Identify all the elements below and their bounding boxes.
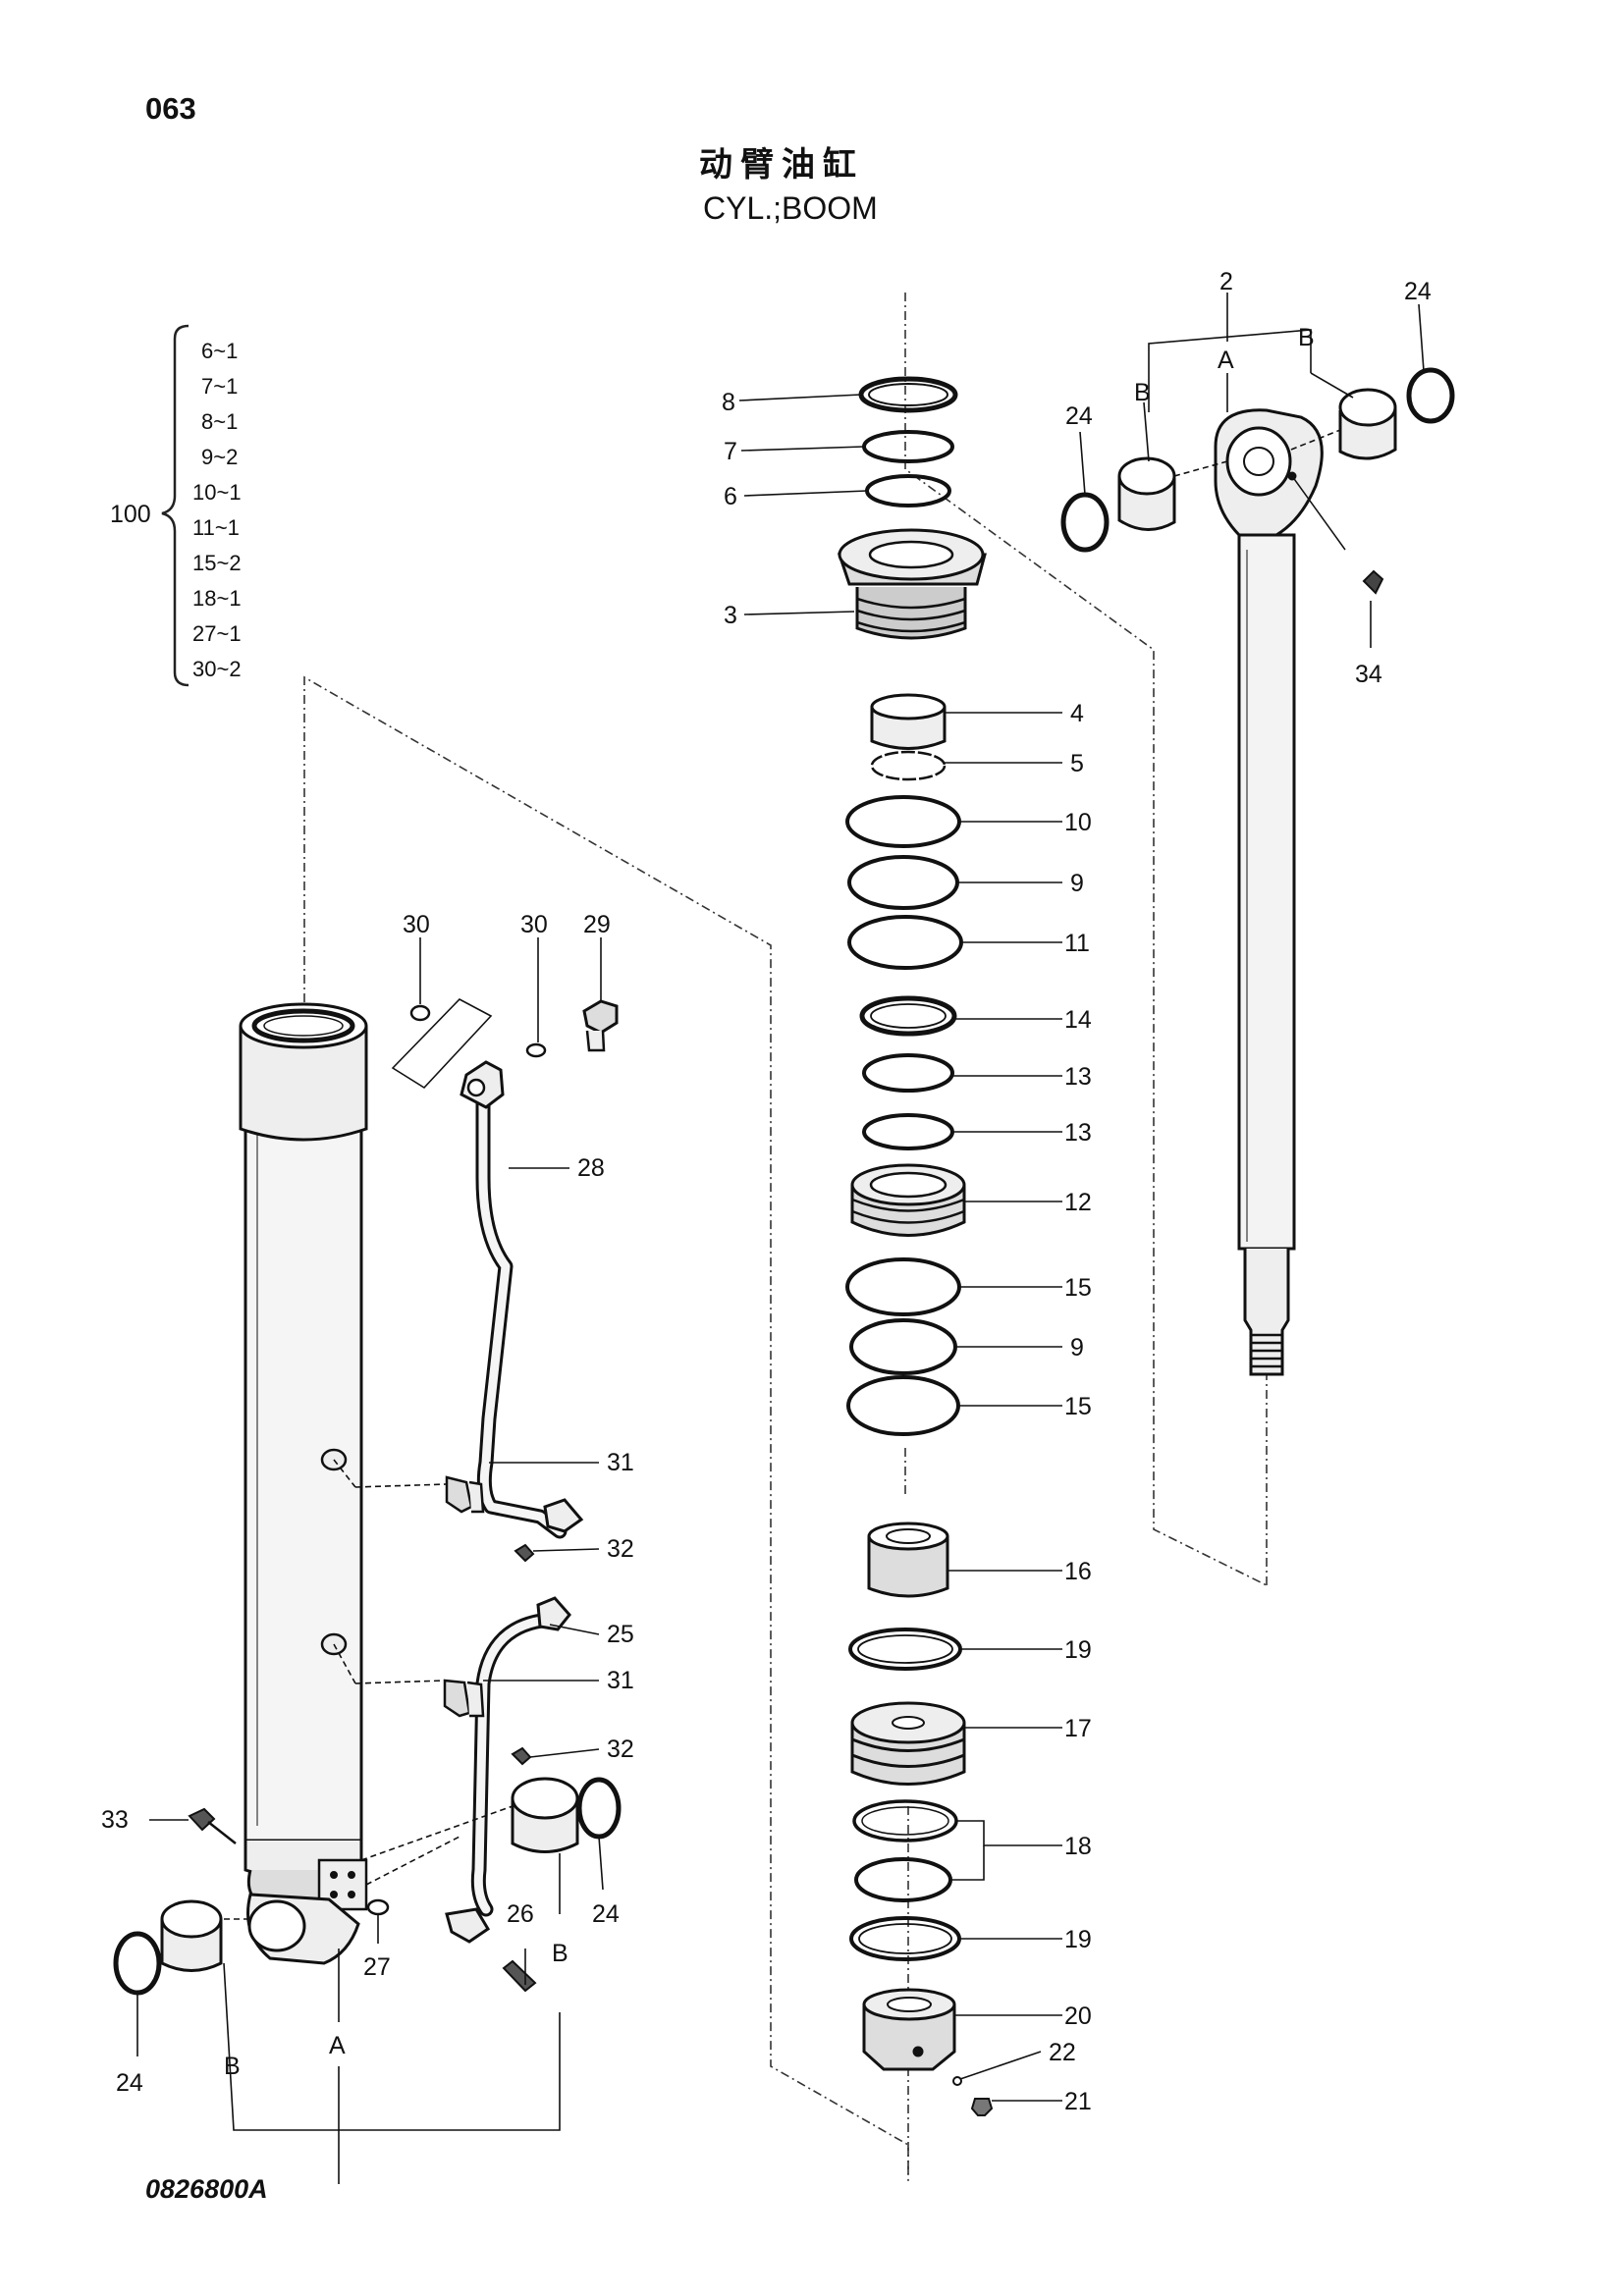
kit-item: 30~2 [192, 657, 242, 681]
rod-leader-lines [1079, 293, 1425, 648]
callout-tube-b: B [224, 2053, 241, 2080]
callout-34: 34 [1355, 661, 1382, 688]
drawing-number: 0826800A [145, 2174, 268, 2204]
callout-6: 6 [724, 483, 737, 510]
kit-item: 15~2 [192, 551, 242, 575]
callout-10: 10 [1064, 809, 1092, 836]
callout-20: 20 [1064, 2002, 1092, 2030]
callout-4: 4 [1070, 700, 1084, 727]
callout-8: 8 [722, 389, 735, 416]
callout-15: 15 [1064, 1274, 1092, 1302]
seal-kit-group: 100 6~1 7~1 8~1 9~2 10~1 11~1 15~2 18~1 … [110, 324, 242, 687]
callout-32: 32 [607, 1735, 634, 1763]
piston-rod-assembly [1060, 367, 1455, 1376]
center-column-parts [837, 376, 994, 2116]
callout-25: 25 [607, 1621, 634, 1648]
callout-rod-b: B [1298, 324, 1315, 351]
callout-rod-b: B [1134, 379, 1151, 406]
callout-31: 31 [607, 1449, 634, 1476]
callout-16: 16 [1064, 1558, 1092, 1585]
callout-11: 11 [1064, 930, 1090, 957]
kit-item: 18~1 [192, 586, 242, 611]
callout-9: 9 [1070, 1334, 1084, 1362]
callout-14: 14 [1064, 1006, 1092, 1034]
callout-5: 5 [1070, 750, 1084, 777]
callout-rod-a: A [1218, 347, 1234, 374]
page-number: 063 [145, 91, 196, 126]
rod-callouts: 2 A B B 24 24 34 [1065, 268, 1432, 688]
callout-30: 30 [520, 911, 548, 938]
kit-item: 8~1 [201, 409, 238, 434]
callout-13: 13 [1064, 1063, 1092, 1091]
callout-19: 19 [1064, 1926, 1092, 1953]
callout-17: 17 [1064, 1715, 1092, 1742]
callout-19: 19 [1064, 1636, 1092, 1664]
callout-7: 7 [724, 438, 737, 465]
callout-26: 26 [507, 1900, 534, 1928]
assembly-guide-lines [303, 293, 1268, 2184]
kit-item: 9~2 [201, 445, 238, 469]
tube-callouts: 30 30 29 28 31 32 25 31 32 33 24 24 26 2… [101, 911, 634, 2097]
callout-30: 30 [403, 911, 430, 938]
callout-32: 32 [607, 1535, 634, 1563]
center-callouts: 8 7 6 3 4 5 10 9 11 14 13 13 12 15 9 15 … [722, 389, 1092, 2115]
callout-13: 13 [1064, 1119, 1092, 1147]
callout-27: 27 [363, 1953, 391, 1981]
kit-label: 100 [110, 501, 151, 528]
callout-12: 12 [1064, 1189, 1092, 1216]
callout-2: 2 [1219, 268, 1233, 295]
callout-24: 24 [592, 1900, 620, 1928]
callout-22: 22 [1049, 2039, 1076, 2066]
kit-item: 11~1 [192, 515, 240, 540]
callout-24: 24 [1065, 402, 1093, 430]
callout-9: 9 [1070, 870, 1084, 897]
callout-24: 24 [116, 2069, 143, 2097]
callout-28: 28 [577, 1154, 605, 1182]
kit-item: 6~1 [201, 339, 238, 363]
callout-tube-b: B [552, 1940, 568, 1967]
kit-item: 27~1 [192, 621, 242, 646]
callout-3: 3 [724, 602, 737, 629]
tube-leader-lines [136, 937, 604, 2184]
kit-item: 7~1 [201, 374, 238, 399]
callout-21: 21 [1064, 2088, 1092, 2115]
callout-31: 31 [607, 1667, 634, 1694]
kit-item: 10~1 [192, 480, 242, 505]
callout-33: 33 [101, 1806, 129, 1834]
callout-29: 29 [583, 911, 611, 938]
callout-18: 18 [1064, 1833, 1092, 1860]
title-english: CYL.;BOOM [703, 190, 878, 226]
callout-15: 15 [1064, 1393, 1092, 1420]
center-leader-lines [738, 394, 1062, 2102]
cylinder-tube-assembly [113, 998, 622, 1996]
callout-tube-a: A [329, 2032, 346, 2059]
callout-24: 24 [1404, 278, 1432, 305]
title-chinese: 动臂油缸 [699, 145, 864, 185]
